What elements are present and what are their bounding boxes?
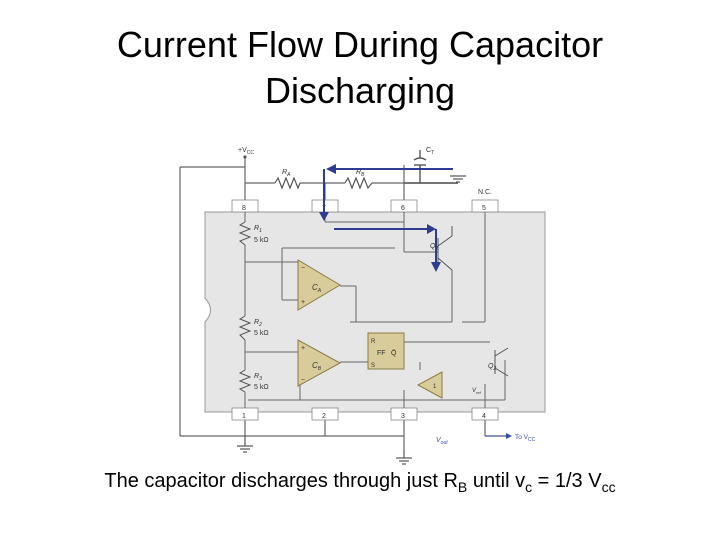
capacitor-label: CT (426, 147, 434, 156)
slide-title: Current Flow During Capacitor Dischargin… (0, 22, 720, 114)
output-buffer-label: 1 (433, 384, 437, 390)
resistor-ra-label: RA (282, 169, 291, 178)
transistor-q2-label: Q2 (488, 363, 496, 372)
resistor-r2-value: 5 kΩ (254, 330, 269, 337)
comparator-b (297, 339, 342, 387)
ground-pin1-icon (237, 436, 253, 453)
flipflop-r: R (371, 339, 376, 345)
resistor-r1-value: 5 kΩ (254, 237, 269, 244)
top-pins (231, 199, 499, 421)
ground-pin3-icon (396, 450, 412, 465)
resistor-rb-label: RB (356, 169, 365, 178)
pin-8: 8 (242, 205, 246, 212)
discharge-current-arrows (319, 164, 453, 272)
comparator-a-plus: + (301, 299, 305, 306)
caption-vc-sub: c (525, 479, 533, 495)
caption-prefix: The capacitor discharges through just R (104, 470, 458, 492)
pin-2: 2 (322, 413, 326, 420)
to-vcc-arrow (485, 433, 512, 439)
internal-wiring (244, 212, 506, 408)
resistor-r1 (238, 221, 252, 246)
vout-label: Vout (436, 437, 448, 446)
comparator-b-label: CB (312, 361, 322, 372)
comparator-a-label: CA (312, 283, 322, 294)
flipflop-s: S (371, 363, 375, 369)
pin-1: 1 (242, 413, 246, 420)
to-vcc-label: To VCC (515, 434, 536, 443)
ground-icon (450, 175, 466, 183)
resistor-r2-label: R2 (254, 319, 262, 328)
transistor-q2 (494, 347, 509, 377)
caption-vcc-sub: cc (601, 479, 616, 495)
comparator-b-plus: + (301, 345, 305, 352)
pin-4: 4 (482, 413, 486, 420)
nc-label: N.C. (478, 189, 492, 196)
resistor-ra (274, 176, 301, 190)
output-buffer (416, 371, 443, 399)
transistor-q1 (437, 226, 453, 271)
flipflop-qbar: Q̄ (391, 349, 397, 357)
comparator-a-minus: − (301, 265, 305, 272)
resistor-rb (344, 176, 373, 190)
title-line-2: Discharging (264, 70, 456, 111)
caption-suffix: = 1/3 V (532, 470, 602, 492)
comparator-b-minus: − (301, 377, 305, 384)
flipflop-box (367, 332, 405, 370)
resistor-r3-label: R3 (254, 373, 262, 382)
caption: The capacitor discharges through just RB… (0, 470, 720, 495)
title-line-1: Current Flow During Capacitor (116, 24, 604, 65)
vref-label: Vref (472, 388, 482, 395)
supply-label: +VCC (238, 147, 254, 156)
pin-5: 5 (482, 205, 486, 212)
comparator-a (297, 259, 341, 311)
resistor-r1-label: R1 (254, 225, 262, 234)
pin-6: 6 (401, 205, 405, 212)
flipflop-ff: FF (377, 350, 386, 357)
resistor-r2 (238, 315, 252, 341)
resistor-r3-value: 5 kΩ (254, 384, 269, 391)
caption-middle: until v (467, 470, 526, 492)
supply-node (243, 155, 247, 159)
resistor-r3 (238, 369, 252, 393)
pin-3: 3 (401, 413, 405, 420)
caption-rb-sub: B (457, 479, 468, 495)
